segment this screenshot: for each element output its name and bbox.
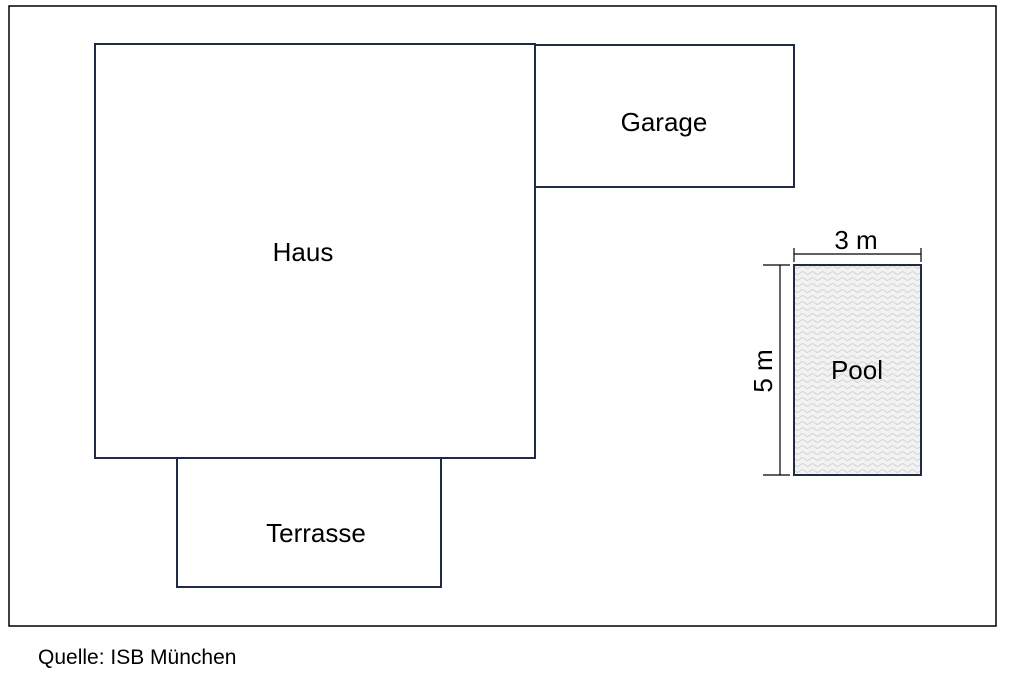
plot-frame (8, 5, 997, 627)
terrace-shape (176, 457, 442, 588)
garage-label: Garage (621, 107, 708, 137)
source-caption: Quelle: ISB München (38, 646, 237, 669)
pool-length-label: 5 m (748, 349, 778, 392)
terrace-label: Terrasse (266, 518, 366, 548)
pool-width-label: 3 m (834, 225, 877, 255)
house-label: Haus (273, 237, 334, 267)
pool-shape (793, 264, 922, 476)
garage-shape (534, 44, 795, 188)
pool-label: Pool (831, 355, 883, 385)
